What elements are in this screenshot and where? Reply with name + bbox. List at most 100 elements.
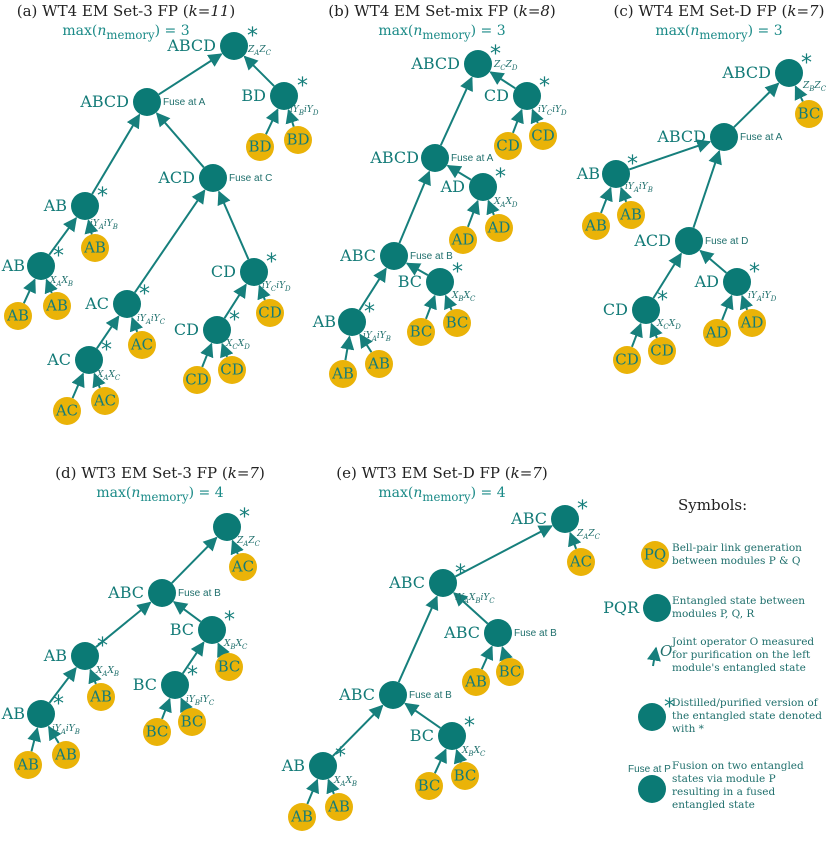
bell-pair-node [143, 718, 171, 746]
entangled-state-node [643, 594, 671, 622]
bell-pair-node [451, 762, 479, 790]
entangled-state-node [602, 160, 630, 188]
bell-pair-node [703, 319, 731, 347]
edge-arrow [326, 778, 340, 795]
bell-pair-node [183, 366, 211, 394]
edge-arrow [155, 112, 205, 169]
entangled-state-node [438, 722, 466, 750]
edge-arrow [652, 252, 682, 299]
bell-pair-node [582, 212, 610, 240]
entangled-state-node [203, 316, 231, 344]
bell-pair-node [567, 548, 595, 576]
panel-c-memory: max(nmemory) = 3 [655, 23, 783, 42]
edge-arrow [48, 666, 77, 704]
panel-b-memory: max(nmemory) = 3 [378, 23, 506, 42]
edge-arrow [398, 170, 431, 244]
edge-arrow [733, 82, 780, 128]
symbol-pq-desc: Bell-pair link generation between module… [672, 542, 802, 568]
entangled-state-node [27, 700, 55, 728]
entangled-state-node [71, 192, 99, 220]
panel-a-title: (a) WT4 EM Set-3 FP (k=11) [16, 2, 236, 20]
bell-pair-node [485, 214, 513, 242]
edge-arrow [223, 283, 247, 319]
edge-arrow [499, 645, 513, 662]
panel-e-title: (e) WT3 EM Set-D FP (k=7) [336, 464, 548, 482]
entangled-state-node [199, 164, 227, 192]
edge-arrow [454, 525, 553, 578]
panel-d-title: (d) WT3 EM Set-3 FP (k=7) [55, 464, 265, 482]
bell-pair-node [648, 337, 676, 365]
entangled-state-node [161, 671, 189, 699]
symbols-title: Symbols: [678, 496, 748, 514]
entangled-state-node [484, 619, 512, 647]
edge-arrow [433, 748, 447, 774]
edge-arrow [359, 333, 373, 353]
edge-arrow [568, 531, 582, 550]
bell-pair-node [215, 653, 243, 681]
edge-arrow [444, 294, 458, 311]
edge-arrow [27, 727, 41, 752]
edge-arrow [453, 748, 468, 765]
edge-arrow [404, 702, 442, 729]
bell-pair-node [229, 553, 257, 581]
entangled-state-node [638, 703, 666, 731]
edge-arrow [257, 284, 271, 301]
panel-b-title: (b) WT4 EM Set-mix FP (k=8) [328, 2, 556, 20]
symbol-star-desc: Distilled/purified version of the entang… [672, 697, 822, 736]
bell-pair-node [494, 132, 522, 160]
entangled-state-node [309, 752, 337, 780]
edge-arrow [92, 372, 106, 389]
bell-pair-node [91, 387, 119, 415]
edge-arrow [692, 149, 722, 229]
bell-pair-node [415, 772, 443, 800]
bell-pair-node [246, 133, 274, 161]
edge-arrow [530, 108, 544, 125]
panel-c-title: (c) WT4 EM Set-D FP (k=7) [613, 2, 825, 20]
entangled-state-node [551, 505, 579, 533]
bell-pair-node [496, 658, 524, 686]
bell-pair-node [218, 356, 246, 384]
edge-arrow [91, 113, 141, 195]
entangled-state-node [379, 681, 407, 709]
bell-pair-node [738, 309, 766, 337]
edge-arrow [96, 315, 120, 349]
bell-pair-node [52, 741, 80, 769]
bell-pair-node [53, 397, 81, 425]
bell-pair-node [81, 234, 109, 262]
edge-arrow [22, 278, 36, 304]
bell-pair-node [443, 309, 471, 337]
panel-e-memory: max(nmemory) = 4 [378, 485, 506, 504]
edge-arrow [480, 645, 494, 670]
entangled-state-node [113, 290, 141, 318]
bell-pair-node [407, 318, 435, 346]
edge-arrow [71, 372, 85, 399]
edge-arrow [739, 294, 754, 311]
edge-arrow [243, 55, 275, 87]
edge-arrow [628, 139, 712, 171]
entangled-state-node [148, 579, 176, 607]
edge-arrow [230, 539, 244, 556]
entangled-state-node [429, 569, 457, 597]
edge-arrow [220, 342, 234, 359]
entangled-state-node [723, 268, 751, 296]
bell-pair-node [617, 201, 645, 229]
edge-arrow [134, 189, 206, 294]
entangled-state-node [464, 50, 492, 78]
edge-arrow [629, 322, 643, 348]
edge-arrow [510, 108, 524, 134]
symbol-op-desc: Joint operator O measured for purificati… [672, 636, 815, 675]
bell-pair-node [641, 541, 669, 569]
entangled-state-node [213, 513, 241, 541]
nodes-layer [4, 32, 823, 831]
edge-arrow [453, 592, 489, 625]
entangled-state-node [632, 296, 660, 324]
entangled-state-node [675, 227, 703, 255]
edge-arrow [84, 219, 99, 235]
entangled-state-node [133, 88, 161, 116]
entangled-state-node [270, 82, 298, 110]
entangled-state-node [71, 642, 99, 670]
operator-arrow-icon [647, 646, 661, 667]
edge-arrow [397, 595, 439, 683]
entangled-state-node [638, 775, 666, 803]
